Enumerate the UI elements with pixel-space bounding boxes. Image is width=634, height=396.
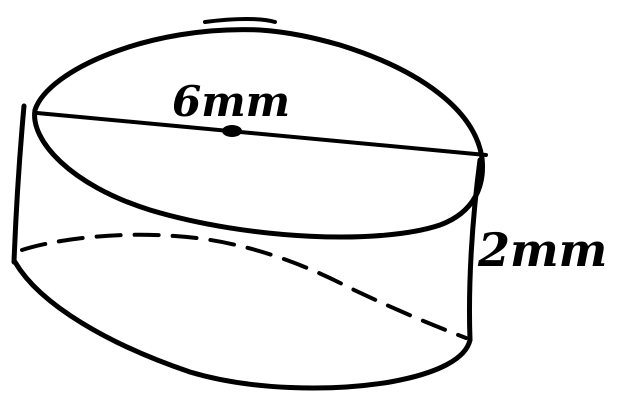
height-label: 2mm: [477, 223, 607, 277]
top-ellipse: [32, 27, 485, 240]
right-side-edge: [467, 157, 483, 343]
top-ellipse-overlap: [203, 17, 277, 24]
hidden-back-arc: [20, 232, 468, 340]
center-point: [222, 125, 242, 137]
diameter-line: [35, 111, 488, 157]
left-side-edge: [11, 103, 27, 265]
bottom-front-arc: [12, 259, 473, 391]
diameter-label: 6mm: [172, 77, 290, 126]
